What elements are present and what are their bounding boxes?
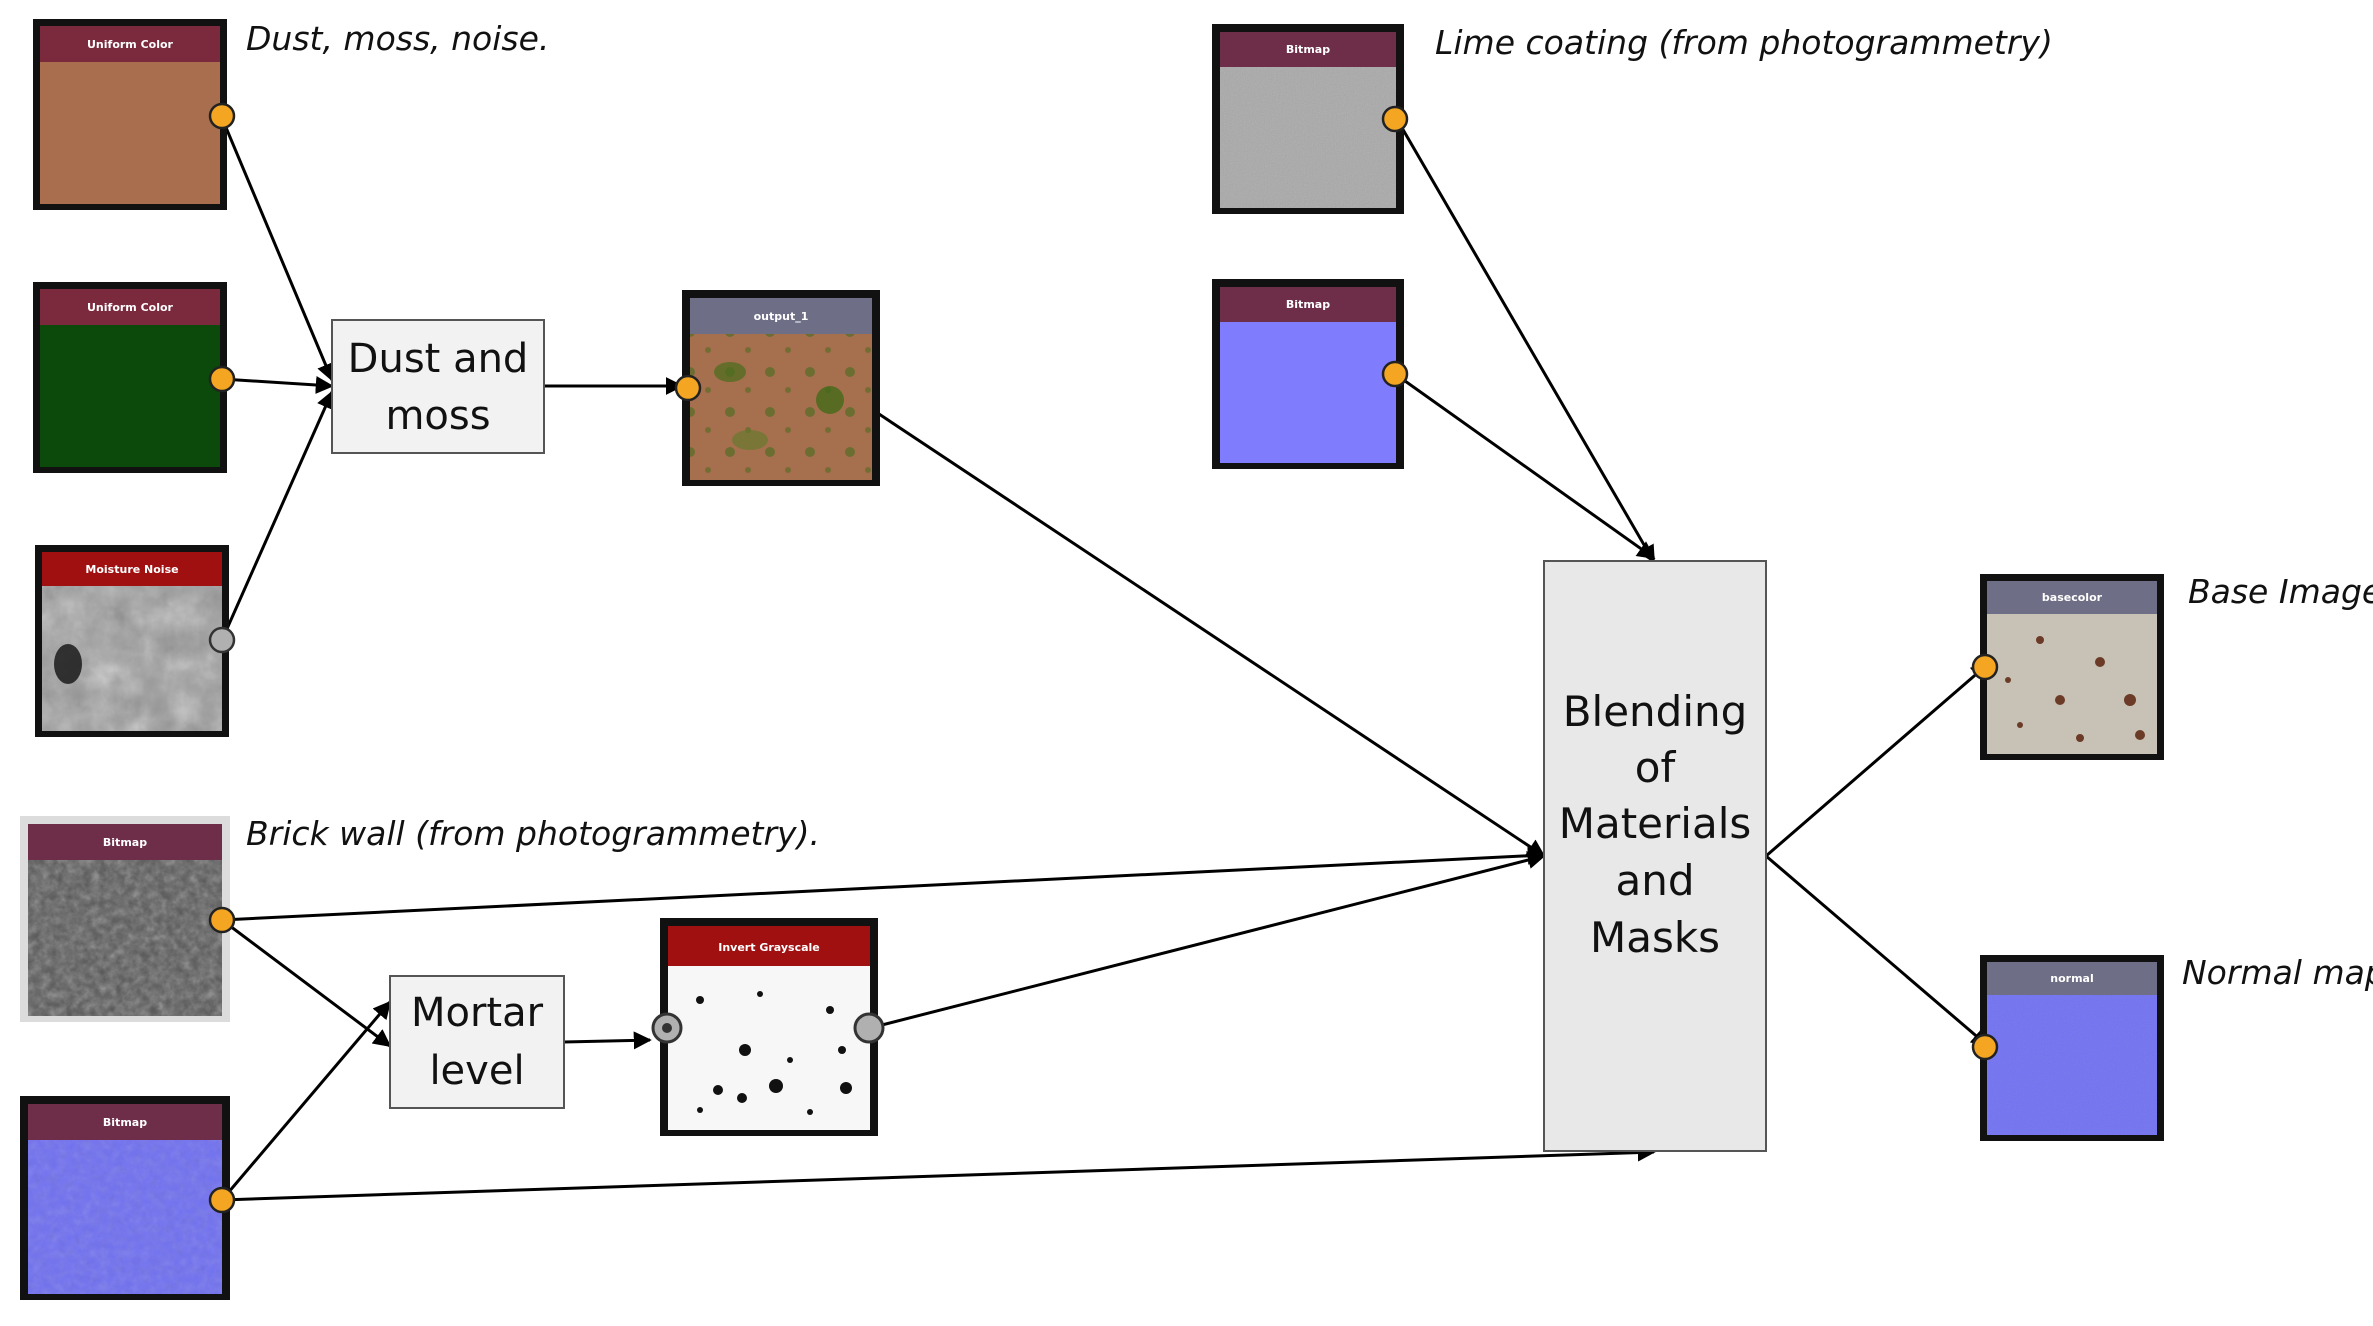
- moisture-noise-title: Moisture Noise: [85, 563, 178, 576]
- blend-line5: Masks: [1590, 913, 1720, 962]
- caption-normal-map: Normal map: [2182, 953, 2373, 992]
- uniform-brown-swatch: [40, 62, 220, 204]
- caption-lime-coating: Lime coating (from photogrammetry): [1435, 23, 2053, 62]
- caption-dust-moss-noise: Dust, moss, noise.: [246, 19, 549, 58]
- node-basecolor[interactable]: basecolor: [1971, 574, 2164, 760]
- blend-line2: of: [1635, 743, 1677, 792]
- basecolor-title: basecolor: [2042, 591, 2103, 604]
- blue-bitmap-top-output-port[interactable]: [1381, 360, 1409, 388]
- edge-brick-to-blend: [221, 846, 1546, 922]
- dust-moss-line2: moss: [385, 393, 490, 439]
- brick-bitmap-output-port[interactable]: [208, 906, 236, 934]
- output-1-input-port[interactable]: [674, 374, 702, 402]
- uniform-green-header: [40, 289, 220, 325]
- edge-brick-to-mortar: [221, 918, 392, 1048]
- uniform-green-swatch: [40, 325, 220, 467]
- basecolor-header: [1987, 581, 2157, 614]
- blue-bitmap-top-header: [1220, 287, 1396, 322]
- moisture-noise-output-port[interactable]: [208, 626, 236, 654]
- moisture-noise-header: [42, 552, 222, 586]
- blue-bitmap-top-title: Bitmap: [1286, 298, 1330, 311]
- blend-line4: and: [1615, 856, 1694, 905]
- invert-grayscale-header: [668, 926, 870, 966]
- lime-bitmap-title: Bitmap: [1286, 43, 1330, 56]
- edge-normal-to-mortar: [220, 1000, 392, 1201]
- edge-lime-to-blend: [1396, 120, 1656, 564]
- node-blue-bitmap-top[interactable]: Bitmap: [1212, 279, 1409, 469]
- invert-grayscale-output-port[interactable]: [853, 1012, 885, 1044]
- edge-invert-to-blend: [869, 851, 1546, 1030]
- normal-bitmap-title: Bitmap: [103, 1116, 147, 1129]
- basecolor-preview: [1987, 614, 2157, 754]
- node-normal-output[interactable]: normal: [1971, 955, 2164, 1141]
- normal-output-input-port[interactable]: [1971, 1033, 1999, 1061]
- uniform-green-output-port[interactable]: [208, 365, 236, 393]
- normal-bitmap-output-port[interactable]: [208, 1186, 236, 1214]
- box-dust-and-moss[interactable]: Dust and moss: [331, 319, 545, 454]
- edge-mortar-to-invert: [563, 1031, 652, 1050]
- uniform-green-title: Uniform Color: [87, 301, 174, 314]
- output-1-title: output_1: [754, 310, 809, 323]
- node-brick-bitmap[interactable]: Bitmap: [20, 816, 236, 1022]
- blue-bitmap-top-preview: [1220, 322, 1396, 463]
- mortar-line2: level: [429, 1048, 524, 1094]
- uniform-brown-output-port[interactable]: [208, 102, 236, 130]
- normal-output-header: [1987, 962, 2157, 995]
- node-invert-grayscale[interactable]: Invert Grayscale: [651, 918, 885, 1136]
- uniform-brown-header: [40, 26, 220, 62]
- node-moisture-noise[interactable]: Moisture Noise: [35, 545, 236, 737]
- node-uniform-color-brown[interactable]: Uniform Color: [33, 19, 236, 210]
- edge-blend-to-normal: [1765, 854, 1990, 1048]
- edge-blend-to-basecolor: [1765, 662, 1990, 858]
- node-lime-bitmap[interactable]: Bitmap: [1212, 24, 1409, 214]
- box-mortar-level[interactable]: Mortar level: [389, 975, 565, 1109]
- edge-bluetop-to-blend: [1397, 374, 1656, 560]
- lime-bitmap-header: [1220, 32, 1396, 67]
- brick-bitmap-title: Bitmap: [103, 836, 147, 849]
- normal-bitmap-header: [28, 1104, 222, 1140]
- node-uniform-color-green[interactable]: Uniform Color: [33, 282, 236, 473]
- edge-uniform-brown-to-dust: [220, 117, 335, 382]
- edges: [220, 117, 1990, 1202]
- mortar-line1: Mortar: [411, 990, 544, 1036]
- lime-bitmap-output-port[interactable]: [1381, 105, 1409, 133]
- brick-bitmap-header: [28, 824, 222, 860]
- blend-line3: Materials: [1559, 799, 1752, 848]
- box-blending[interactable]: Blending of Materials and Masks: [1543, 560, 1767, 1152]
- edge-normal-to-blend: [221, 1143, 1656, 1202]
- caption-base-image: Base Image: [2188, 572, 2373, 611]
- node-normal-bitmap[interactable]: Bitmap: [20, 1096, 236, 1300]
- uniform-brown-title: Uniform Color: [87, 38, 174, 51]
- normal-output-title: normal: [2050, 972, 2093, 985]
- edge-moisture-to-dust: [220, 390, 334, 641]
- edge-uniform-green-to-dust: [221, 375, 334, 394]
- edge-output1-to-blend: [875, 410, 1546, 858]
- dust-moss-line1: Dust and: [348, 336, 529, 382]
- basecolor-input-port[interactable]: [1971, 653, 1999, 681]
- caption-brick-wall: Brick wall (from photogrammetry).: [246, 814, 820, 853]
- invert-grayscale-title: Invert Grayscale: [718, 941, 820, 954]
- node-output-1[interactable]: output_1: [674, 290, 880, 486]
- output-1-header: [690, 298, 872, 334]
- invert-grayscale-preview: [668, 966, 870, 1130]
- blend-line1: Blending: [1563, 687, 1748, 736]
